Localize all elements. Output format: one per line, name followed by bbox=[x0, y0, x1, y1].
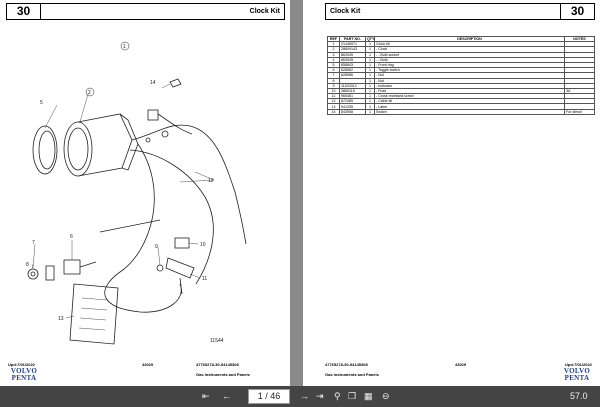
cell-ref: 14 bbox=[327, 108, 340, 115]
footer-code: 43029 bbox=[142, 362, 154, 367]
callout-label: 10 bbox=[200, 242, 206, 248]
footer-date: Upd:7/01/2022 bbox=[565, 362, 592, 367]
pages-icon[interactable]: ❐ bbox=[348, 391, 357, 401]
callout-label: 13 bbox=[58, 316, 64, 322]
footer-section: Gas Instruments and Panels bbox=[325, 372, 379, 377]
footer-doc-number: 47765278-30-94145308 bbox=[196, 362, 239, 367]
page-header: 30 Clock Kit bbox=[6, 3, 285, 20]
viewer-toolbar: ⇤ ← 1 / 46 → ⇥ ⚲ ❐ ▦ ⊖ 57.0 bbox=[0, 386, 600, 407]
section-number: 30 bbox=[560, 4, 594, 19]
page-title: Clock Kit bbox=[249, 8, 280, 15]
exploded-parts-diagram: 1 2 14 5 12 7 6 8 10 9 11 13 11544 bbox=[26, 41, 247, 345]
left-page: 30 Clock Kit bbox=[0, 0, 290, 386]
page-header: Clock Kit 30 bbox=[325, 3, 595, 20]
page-total: / 46 bbox=[265, 391, 281, 401]
footer-date: Upd:7/01/2022 bbox=[8, 362, 35, 367]
callout-label: 7 bbox=[32, 240, 35, 246]
volvo-penta-logo: VOLVO PENTA bbox=[10, 367, 38, 382]
page-indicator[interactable]: 1 / 46 bbox=[248, 389, 290, 404]
volvo-penta-logo: VOLVO PENTA bbox=[563, 367, 591, 382]
callout-label: 11 bbox=[202, 276, 207, 282]
callout-label: 14 bbox=[150, 80, 156, 86]
zoom-out-icon[interactable]: ⊖ bbox=[382, 391, 390, 401]
cell-notes: For diesel bbox=[564, 108, 595, 115]
footer-section: Gas Instruments and Panels bbox=[196, 372, 250, 377]
table-header-row: REF PART NO. QTY DESCRIPTION NOTES bbox=[327, 35, 595, 43]
cell-description: Switch bbox=[374, 108, 565, 115]
next-page-icon[interactable]: → bbox=[300, 391, 309, 401]
page-current[interactable]: 1 bbox=[257, 391, 263, 401]
callout-label: 2 bbox=[88, 90, 91, 96]
callout-label: 9 bbox=[155, 244, 158, 250]
cell-part-no: 843958 bbox=[339, 108, 366, 115]
search-icon[interactable]: ⚲ bbox=[334, 391, 341, 401]
footer-code: 43029 bbox=[455, 362, 467, 367]
callout-label: 5 bbox=[40, 100, 43, 106]
col-qty: QTY bbox=[365, 35, 375, 43]
callout-label: 12 bbox=[208, 178, 214, 184]
zoom-level[interactable]: 57.0 bbox=[570, 391, 588, 401]
callout-label: 6 bbox=[70, 234, 73, 240]
last-page-icon[interactable]: ⇥ bbox=[316, 391, 324, 401]
page-title: Clock Kit bbox=[330, 8, 361, 15]
right-page: Clock Kit 30 REF PART NO. QTY DESCRIPTIO… bbox=[303, 0, 600, 386]
callout-label: 8 bbox=[26, 262, 29, 268]
diagram-callouts: 1 2 14 5 12 7 6 8 10 9 11 13 11544 bbox=[26, 41, 224, 344]
prev-page-icon[interactable]: ← bbox=[222, 391, 231, 401]
cell-qty: 1 bbox=[365, 108, 375, 115]
drawing-id: 11544 bbox=[210, 338, 224, 344]
first-page-icon[interactable]: ⇤ bbox=[202, 391, 210, 401]
section-number: 30 bbox=[7, 4, 41, 19]
thumbnails-icon[interactable]: ▦ bbox=[364, 391, 373, 401]
footer-doc-number: 47765278-30-94145308 bbox=[325, 362, 368, 367]
callout-label: 1 bbox=[123, 44, 126, 50]
